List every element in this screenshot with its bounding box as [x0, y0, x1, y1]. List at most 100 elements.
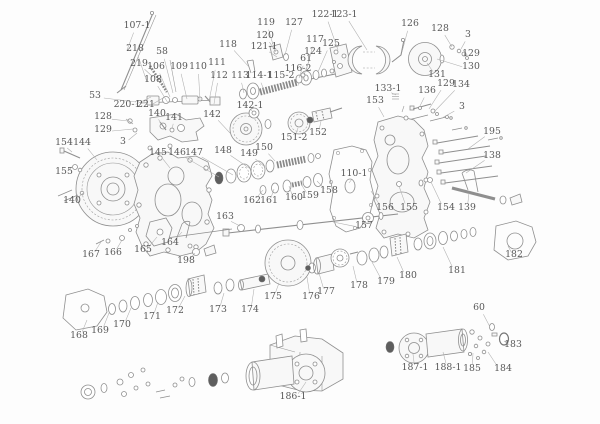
part-label-127: 127: [285, 17, 303, 28]
leader-line: [503, 340, 510, 346]
leader-line: [233, 50, 250, 68]
leader-line: [67, 147, 73, 153]
part-label-129: 129: [462, 48, 480, 59]
part-label-221: 221: [137, 99, 155, 110]
leader-line: [125, 307, 132, 321]
part-label-175: 175: [264, 291, 282, 302]
leader-line: [300, 183, 307, 193]
splined-shaft: [259, 78, 299, 96]
cam-lever: [391, 39, 405, 63]
leader-line: [128, 132, 138, 141]
leader-line: [275, 282, 280, 293]
selector-bracket: [125, 113, 205, 143]
part-label-107-1: 107-1: [124, 20, 151, 31]
part-label-152: 152: [309, 127, 327, 138]
leader-line: [426, 62, 434, 72]
part-label-154: 154: [55, 137, 73, 148]
leader-line: [198, 73, 201, 101]
leader-line: [391, 92, 397, 96]
leader-line: [164, 58, 174, 94]
leader-line: [295, 127, 299, 136]
shift-shaft-assembly: [95, 212, 399, 257]
part-label-178: 178: [350, 280, 368, 291]
part-label-186-1: 186-1: [280, 391, 307, 402]
part-label-112: 112: [210, 70, 228, 81]
leader-line: [288, 185, 293, 195]
leader-line: [148, 236, 158, 248]
part-label-138: 138: [483, 150, 501, 161]
leader-line: [94, 241, 102, 252]
shift-fork-right: [396, 169, 523, 206]
leader-line: [189, 252, 196, 260]
part-label-113: 113: [231, 70, 249, 81]
leader-line: [111, 128, 134, 132]
part-label-106: 106: [147, 61, 165, 72]
leader-line: [444, 34, 453, 48]
leader-line: [220, 292, 225, 306]
leader-line: [298, 65, 304, 79]
leader-line: [159, 73, 171, 98]
leader-line: [171, 123, 174, 130]
leader-line: [487, 351, 498, 366]
part-label-128: 128: [431, 23, 449, 34]
leader-line: [316, 180, 325, 189]
leader-line: [396, 256, 404, 272]
part-label-170: 170: [113, 319, 131, 330]
part-label-162: 162: [243, 195, 261, 206]
part-label-173: 173: [209, 304, 227, 315]
flywheel-pulley: [57, 147, 151, 227]
part-label-168: 168: [70, 330, 88, 341]
part-label-130: 130: [462, 61, 480, 72]
kick-gear-cluster: [229, 107, 343, 146]
part-label-155: 155: [400, 202, 418, 213]
leader-line: [208, 69, 216, 102]
leader-line: [412, 353, 415, 364]
leader-line: [230, 155, 253, 171]
leader-line: [162, 158, 171, 169]
splined-cone: [311, 107, 333, 123]
shift-lever-assembly: [116, 10, 177, 94]
part-label-126: 126: [401, 18, 419, 29]
brake-shoe-right: [375, 45, 391, 75]
part-label-61: 61: [300, 53, 312, 64]
part-label-3: 3: [465, 29, 471, 40]
part-label-115-2: 115-2: [268, 70, 295, 81]
part-label-148: 148: [214, 145, 232, 156]
part-label-183: 183: [504, 339, 522, 350]
part-label-157: 157: [355, 220, 373, 231]
leader-line: [269, 51, 278, 58]
stud-bolts: [432, 126, 503, 185]
part-label-177: 177: [317, 286, 335, 297]
part-label-218: 218: [126, 43, 144, 54]
part-label-195: 195: [483, 126, 501, 137]
leader-line: [268, 153, 276, 162]
shaft-section: [239, 273, 271, 291]
leader-line: [318, 272, 324, 288]
part-label-155: 155: [55, 166, 73, 177]
part-label-182: 182: [505, 249, 523, 260]
leader-line: [255, 158, 266, 168]
leader-line: [111, 118, 129, 122]
leader-line: [256, 189, 264, 199]
leader-line: [174, 231, 183, 241]
bolt-head: [59, 147, 65, 154]
leader-line: [348, 178, 353, 184]
part-label-140: 140: [63, 195, 81, 206]
part-label-124: 124: [304, 46, 322, 57]
leader-line: [152, 97, 164, 105]
part-label-153: 153: [366, 95, 384, 106]
part-label-136: 136: [418, 85, 436, 96]
part-label-116-2: 116-2: [285, 63, 312, 74]
leader-line: [348, 20, 368, 51]
splined-drum: [389, 233, 409, 257]
part-label-3: 3: [120, 136, 126, 147]
part-label-149: 149: [240, 148, 258, 159]
part-label-171: 171: [143, 311, 161, 322]
leader-line: [352, 265, 357, 282]
leader-line: [378, 107, 385, 118]
part-label-172: 172: [166, 305, 184, 316]
part-label-198: 198: [177, 255, 195, 266]
leader-line: [303, 58, 311, 76]
end-cap: [493, 220, 537, 261]
